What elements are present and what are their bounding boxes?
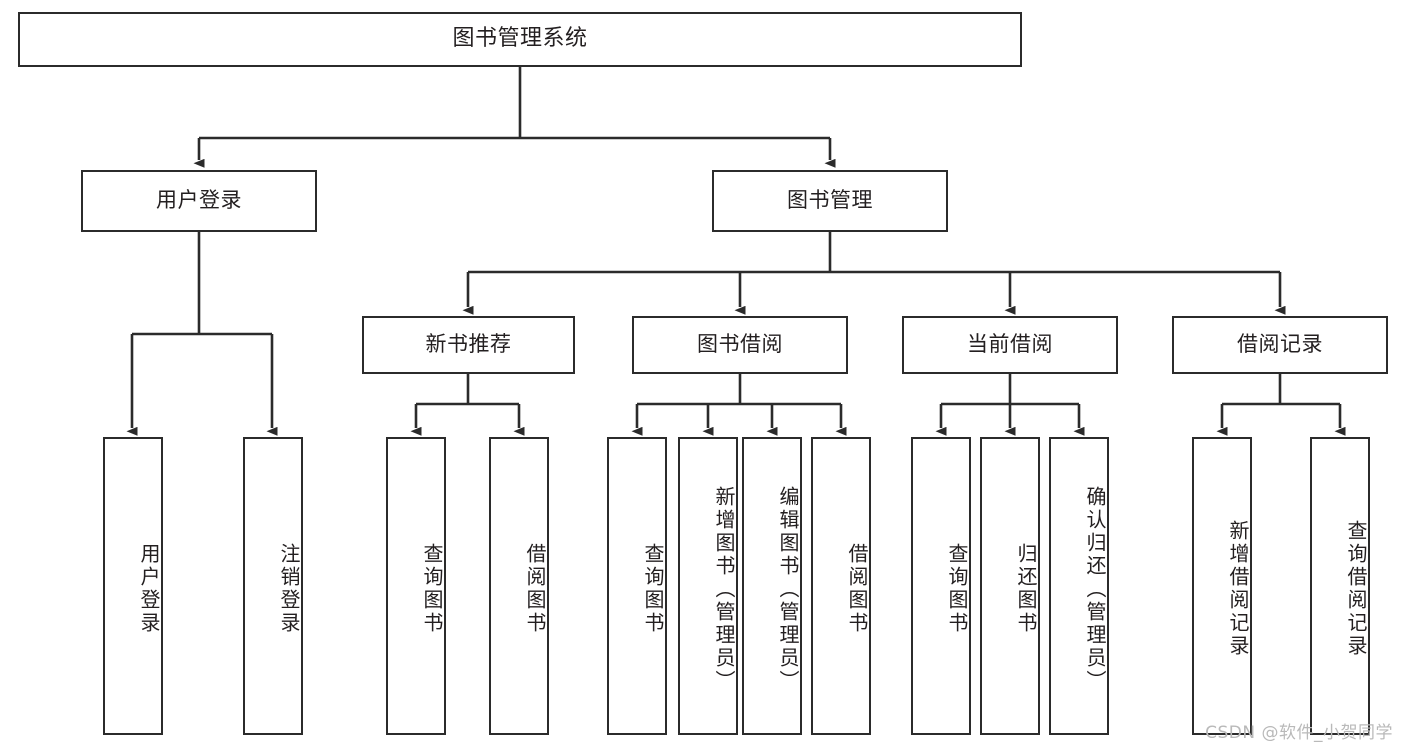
node-leaf-user-login[interactable]: 用户登录 xyxy=(103,437,163,735)
node-leaf-add-record[interactable]: 新增借阅记录 xyxy=(1192,437,1252,735)
node-leaf-query-book-2-label: 查询图书 xyxy=(641,543,665,635)
node-leaf-confirm-return-label: 确认归还（管理员） xyxy=(1083,485,1107,693)
node-leaf-logout-label: 注销登录 xyxy=(277,543,301,635)
node-new-book-rec[interactable]: 新书推荐 xyxy=(362,316,575,374)
node-leaf-return-book[interactable]: 归还图书 xyxy=(980,437,1040,735)
node-leaf-query-book-3-label: 查询图书 xyxy=(945,543,969,635)
node-book-manage-label: 图书管理 xyxy=(787,188,873,213)
node-leaf-edit-book[interactable]: 编辑图书（管理员） xyxy=(742,437,802,735)
node-book-borrow[interactable]: 图书借阅 xyxy=(632,316,848,374)
node-user-login[interactable]: 用户登录 xyxy=(81,170,317,232)
node-leaf-borrow-book-1-label: 借阅图书 xyxy=(523,543,547,635)
node-root[interactable]: 图书管理系统 xyxy=(18,12,1022,67)
node-current-borrow[interactable]: 当前借阅 xyxy=(902,316,1118,374)
node-root-label: 图书管理系统 xyxy=(452,26,588,52)
node-leaf-add-record-label: 新增借阅记录 xyxy=(1226,520,1250,658)
node-leaf-borrow-book-1[interactable]: 借阅图书 xyxy=(489,437,549,735)
node-leaf-return-book-label: 归还图书 xyxy=(1014,543,1038,635)
node-leaf-query-record-label: 查询借阅记录 xyxy=(1344,520,1368,658)
node-leaf-add-book-label: 新增图书（管理员） xyxy=(712,485,736,693)
node-leaf-borrow-book-2-label: 借阅图书 xyxy=(845,543,869,635)
node-leaf-logout[interactable]: 注销登录 xyxy=(243,437,303,735)
node-leaf-borrow-book-2[interactable]: 借阅图书 xyxy=(811,437,871,735)
node-user-login-label: 用户登录 xyxy=(156,188,242,213)
node-book-manage[interactable]: 图书管理 xyxy=(712,170,948,232)
node-leaf-user-login-label: 用户登录 xyxy=(137,543,161,635)
watermark: CSDN @软件_小贺同学 xyxy=(1205,723,1393,743)
node-borrow-record-label: 借阅记录 xyxy=(1237,332,1323,357)
node-leaf-edit-book-label: 编辑图书（管理员） xyxy=(776,485,800,693)
node-leaf-query-book-3[interactable]: 查询图书 xyxy=(911,437,971,735)
node-leaf-add-book[interactable]: 新增图书（管理员） xyxy=(678,437,738,735)
node-leaf-query-book-1-label: 查询图书 xyxy=(420,543,444,635)
node-current-borrow-label: 当前借阅 xyxy=(967,332,1053,357)
node-leaf-query-book-2[interactable]: 查询图书 xyxy=(607,437,667,735)
node-leaf-query-record[interactable]: 查询借阅记录 xyxy=(1310,437,1370,735)
node-new-book-rec-label: 新书推荐 xyxy=(425,332,512,357)
node-leaf-confirm-return[interactable]: 确认归还（管理员） xyxy=(1049,437,1109,735)
node-borrow-record[interactable]: 借阅记录 xyxy=(1172,316,1388,374)
node-leaf-query-book-1[interactable]: 查询图书 xyxy=(386,437,446,735)
node-book-borrow-label: 图书借阅 xyxy=(697,332,783,357)
